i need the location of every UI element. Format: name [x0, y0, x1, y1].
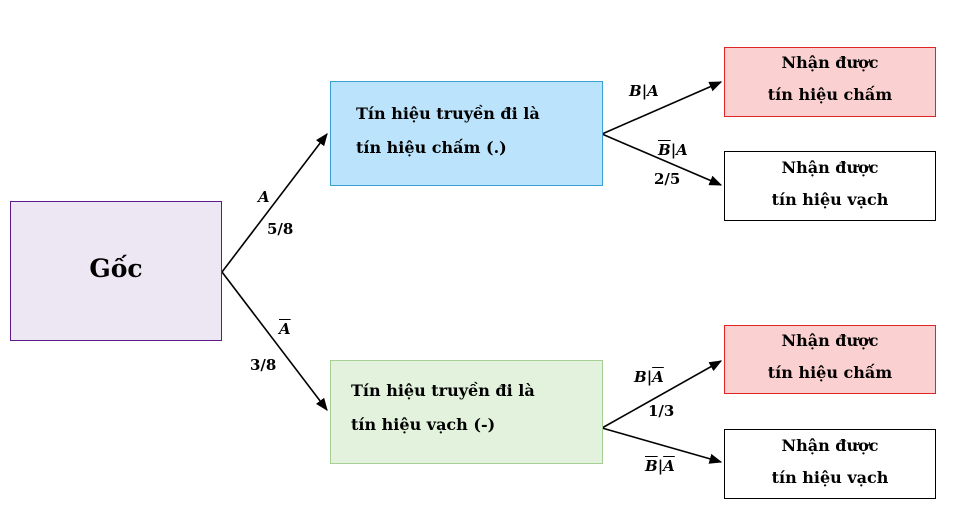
edge-root-to-dash [221, 271, 328, 412]
recv-dot-node-bottom: Nhận được tín hiệu chấm [724, 325, 936, 394]
sent-dash-node: Tín hiệu truyền đi là tín hiệu vạch (-) [330, 360, 603, 464]
sent-dash-line2: tín hiệu vạch (-) [351, 415, 496, 434]
recv-dot-node-top: Nhận được tín hiệu chấm [724, 47, 936, 117]
edge-label-Bbar-given-Abar-cond: A [663, 457, 675, 475]
edge-label-B-given-Abar: B|A [634, 368, 664, 386]
edge-label-B-given-A-main: B [629, 82, 642, 100]
recv-dash-bottom-line2: tín hiệu vạch [771, 468, 889, 487]
recv-dot-top-line2: tín hiệu chấm [767, 85, 893, 104]
edge-label-Abar-event: A [279, 320, 291, 338]
edge-label-Bbar-given-A-main: B [658, 141, 671, 159]
recv-dash-node-bottom: Nhận được tín hiệu vạch [724, 429, 936, 499]
sent-dash-line1: Tín hiệu truyền đi là [351, 381, 535, 400]
edge-label-B-given-Abar-cond: A [652, 368, 664, 386]
edge-dot-to-recv-dash [601, 133, 723, 186]
recv-dash-top-line1: Nhận được [781, 158, 879, 177]
recv-dot-bottom-line1: Nhận được [781, 331, 879, 350]
edge-label-B-given-Abar-main: B [634, 368, 647, 386]
root-label: Gốc [89, 254, 143, 283]
recv-dot-bottom-line2: tín hiệu chấm [767, 363, 893, 382]
edge-label-Bbar-given-A-cond: |A [670, 141, 688, 159]
sent-dot-line1: Tín hiệu truyền đi là [356, 104, 540, 123]
edge-label-Bbar-given-A-prob: 2/5 [654, 170, 681, 188]
recv-dash-top-line2: tín hiệu vạch [771, 190, 889, 209]
edge-label-A-prob: 5/8 [267, 220, 294, 238]
recv-dash-bottom-line1: Nhận được [781, 436, 879, 455]
edge-label-Bbar-given-Abar-sep: | [657, 457, 664, 475]
edge-label-Bbar-given-A: B|A [658, 141, 688, 159]
edge-label-B-given-Abar-prob: 1/3 [648, 402, 675, 420]
edge-label-Bbar-given-Abar-main: B [645, 457, 658, 475]
edge-label-B-given-A-cond: |A [641, 82, 659, 100]
sent-dot-line2: tín hiệu chấm (.) [356, 138, 507, 157]
recv-dot-top-line1: Nhận được [781, 53, 879, 72]
edge-label-A-event: A [258, 188, 270, 206]
sent-dot-node: Tín hiệu truyền đi là tín hiệu chấm (.) [330, 81, 603, 186]
edge-label-B-given-A: B|A [629, 82, 659, 100]
root-node: Gốc [10, 201, 222, 341]
recv-dash-node-top: Nhận được tín hiệu vạch [724, 151, 936, 221]
edge-root-to-dot [221, 132, 328, 273]
edge-label-Bbar-given-Abar: B|A [645, 457, 675, 475]
edge-label-Abar-prob: 3/8 [250, 356, 277, 374]
edge-dash-to-recv-dash [601, 427, 723, 464]
edge-dash-to-recv-dot [601, 360, 723, 429]
edge-dot-to-recv-dot [601, 81, 723, 135]
edge-label-B-given-Abar-sep: | [646, 368, 653, 386]
